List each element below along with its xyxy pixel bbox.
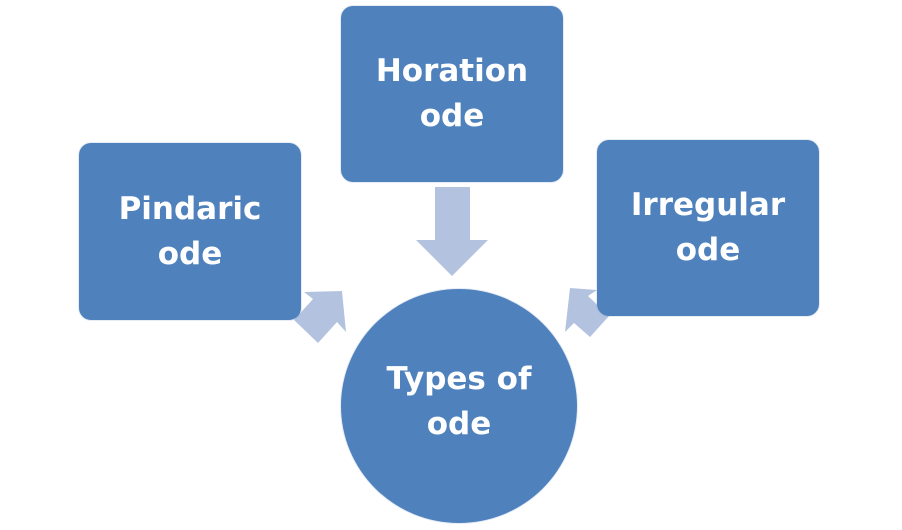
arrow-top-to-center bbox=[416, 187, 488, 276]
types-of-ode-node: Types of ode bbox=[341, 289, 577, 523]
irregular-ode-label: Irregular ode bbox=[630, 187, 786, 268]
irregular-ode-node: Irregular ode bbox=[597, 140, 819, 316]
pindaric-ode-label: Pindaric ode bbox=[118, 190, 262, 272]
pindaric-ode-node: Pindaric ode bbox=[79, 143, 301, 320]
horation-ode-node: Horation ode bbox=[341, 6, 563, 182]
types-of-ode-label: Types of ode bbox=[386, 361, 532, 442]
horation-ode-label: Horation ode bbox=[375, 53, 529, 134]
arrow-left-to-center bbox=[294, 291, 346, 343]
